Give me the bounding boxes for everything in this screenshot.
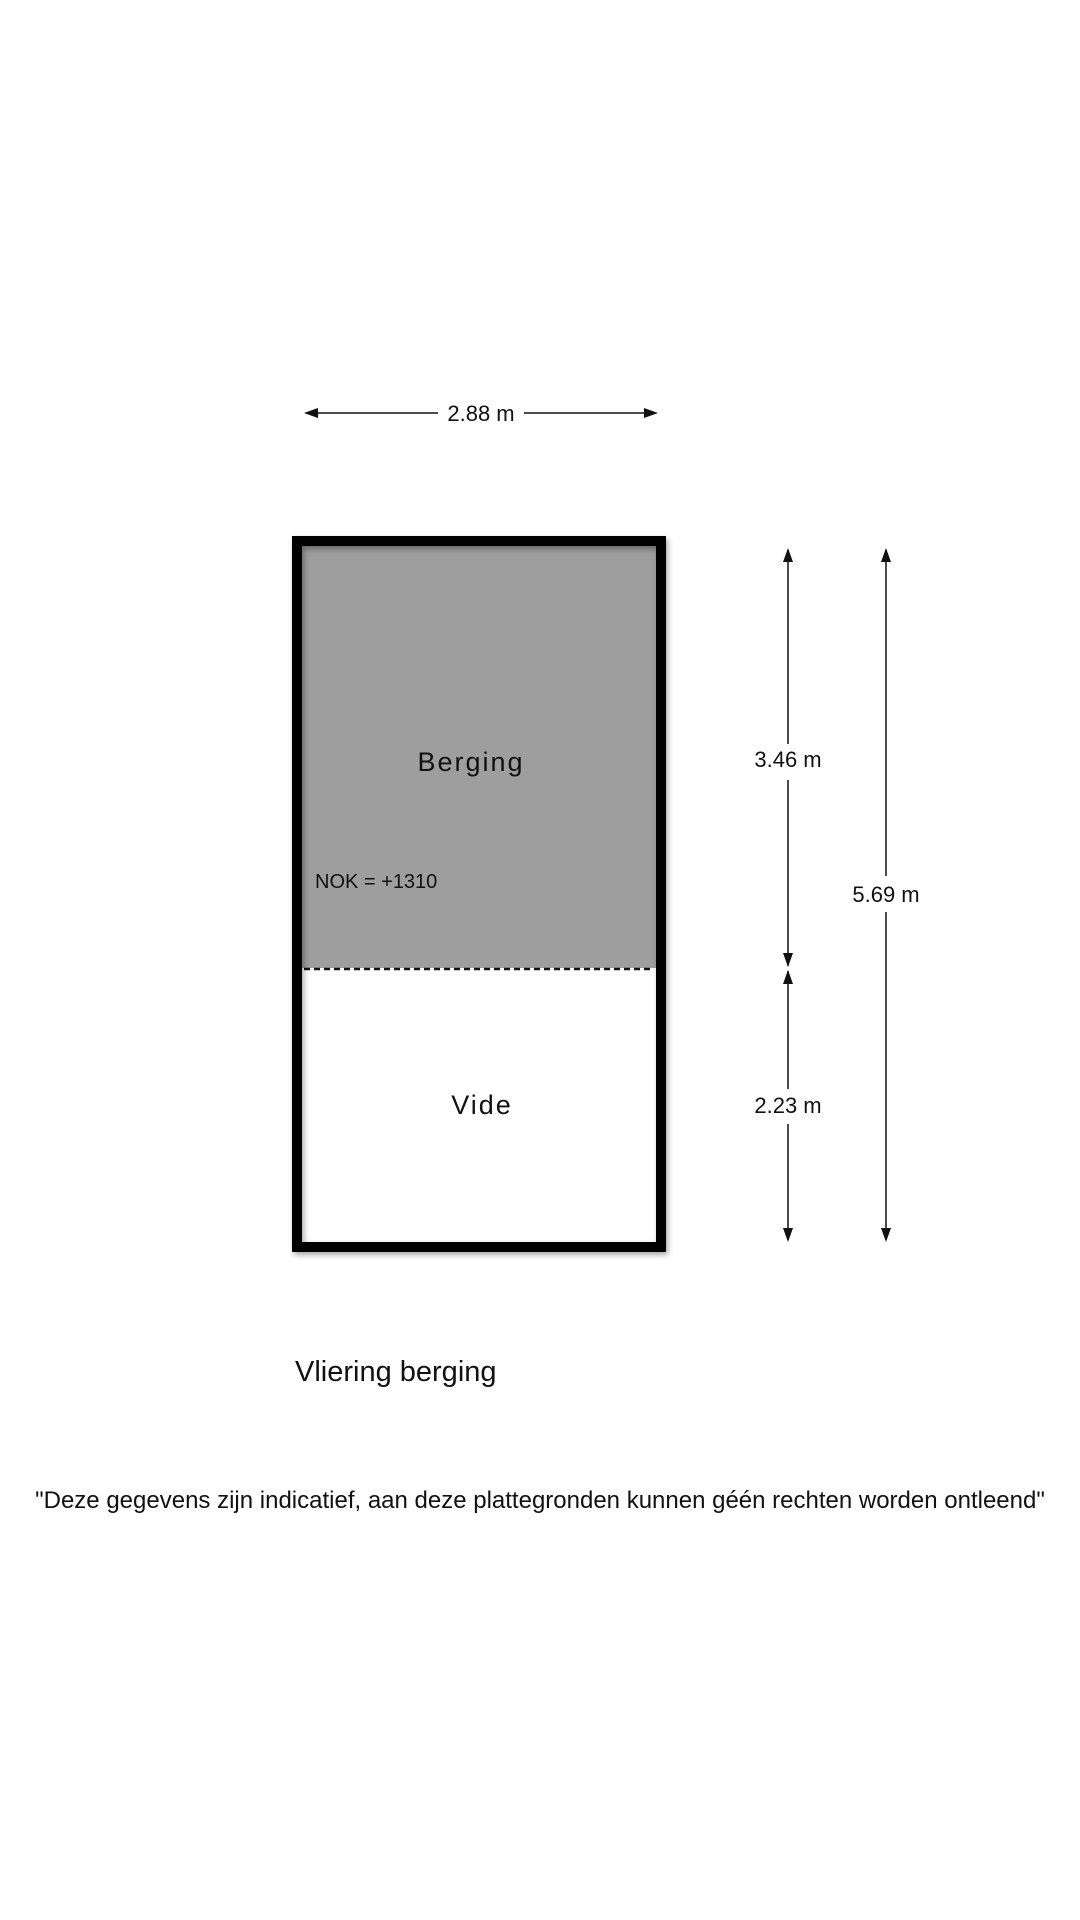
outer-walls — [292, 536, 666, 1252]
room-label-berging: Berging — [417, 747, 524, 777]
vide-depth-label: 2.23 m — [754, 1093, 821, 1118]
berging-arrow-top — [783, 548, 793, 562]
berging-area — [302, 546, 656, 968]
depth-dimension-total: 5.69 m — [852, 548, 920, 1242]
room-label-vide: Vide — [451, 1090, 513, 1120]
disclaimer-text: "Deze gegevens zijn indicatief, aan deze… — [35, 1487, 1045, 1514]
berging-depth-label: 3.46 m — [754, 747, 821, 772]
width-dimension: 2.88 m — [304, 401, 658, 426]
width-arrow-left — [304, 408, 318, 418]
vide-area — [302, 968, 656, 1242]
total-arrow-bottom — [881, 1228, 891, 1242]
vide-arrow-bottom — [783, 1228, 793, 1242]
depth-dimension-vide: 2.23 m — [754, 970, 822, 1242]
width-dimension-label: 2.88 m — [447, 401, 514, 426]
nok-height-label: NOK = +1310 — [315, 871, 437, 893]
depth-dimension-berging: 3.46 m — [754, 548, 822, 967]
vide-arrow-top — [783, 970, 793, 984]
berging-arrow-bottom — [783, 953, 793, 967]
width-arrow-right — [644, 408, 658, 418]
floor-caption: Vliering berging — [295, 1356, 497, 1388]
total-arrow-top — [881, 548, 891, 562]
total-depth-label: 5.69 m — [852, 882, 919, 907]
